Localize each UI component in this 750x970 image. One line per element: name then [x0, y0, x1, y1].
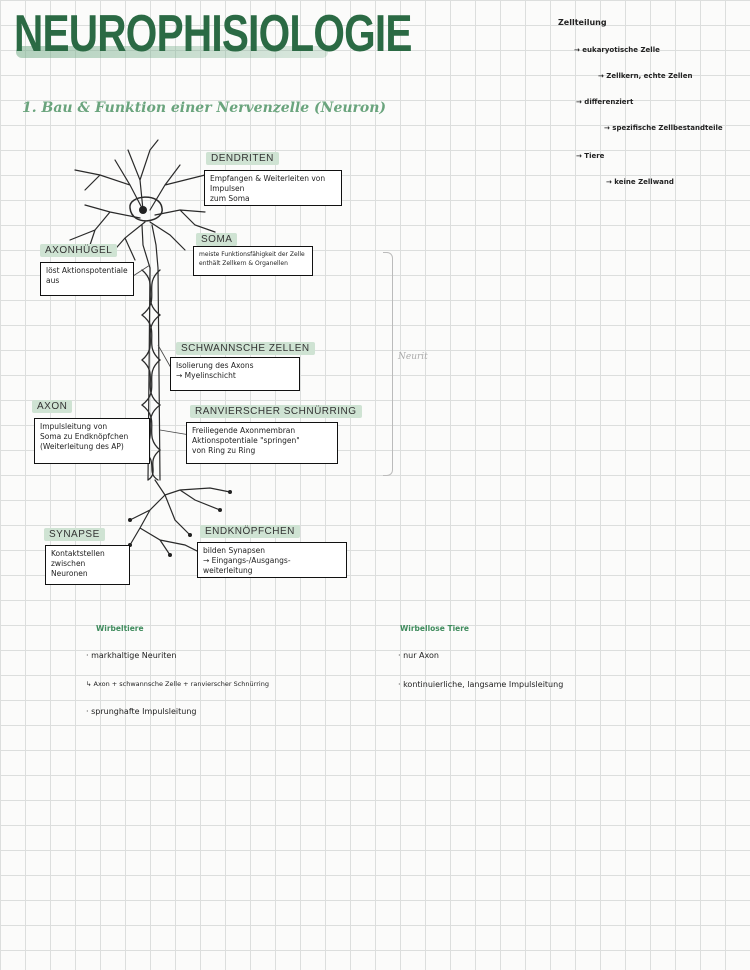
- note-line: → eukaryotische Zelle: [574, 46, 660, 54]
- heading-wirbeltiere: Wirbeltiere: [96, 624, 144, 633]
- list-item: · kontinuierliche, langsame Impulsleitun…: [398, 680, 564, 689]
- page-title: NEUROPHISIOLOGIE: [14, 5, 412, 63]
- neurit-label: Neurit: [398, 352, 428, 362]
- box-endknoepfchen: bilden Synapsen→ Eingangs-/Ausgangs-weit…: [197, 542, 347, 578]
- list-item: · markhaltige Neuriten: [86, 651, 177, 660]
- label-ranvierscher-schnuerring: RANVIERSCHER SCHNÜRRING: [190, 405, 362, 418]
- note-line: → differenziert: [576, 98, 634, 106]
- note-line: → keine Zellwand: [606, 178, 674, 186]
- note-line: → Zellkern, echte Zellen: [598, 72, 693, 80]
- label-schwannsche-zellen: SCHWANNSCHE ZELLEN: [176, 342, 315, 355]
- label-axonhuegel: AXONHÜGEL: [40, 244, 118, 257]
- note-line: → Tiere: [576, 152, 605, 160]
- note-line: → spezifische Zellbestandteile: [604, 124, 723, 132]
- section-heading: 1. Bau & Funktion einer Nervenzelle (Neu…: [22, 100, 387, 116]
- label-endknoepfchen: ENDKNÖPFCHEN: [200, 525, 300, 538]
- list-item: · sprunghafte Impulsleitung: [86, 707, 197, 716]
- title-highlight: [16, 46, 328, 58]
- box-schwannsche-zellen: Isolierung des Axons→ Myelinschicht: [170, 357, 300, 391]
- list-item: · nur Axon: [398, 651, 439, 660]
- label-dendriten: DENDRITEN: [206, 152, 279, 165]
- list-item: ↳ Axon + schwannsche Zelle + ranviersche…: [86, 680, 269, 688]
- label-axon: AXON: [32, 400, 73, 413]
- heading-wirbellose-tiere: Wirbellose Tiere: [400, 624, 470, 633]
- label-soma: SOMA: [196, 233, 238, 246]
- label-synapse: SYNAPSE: [44, 528, 105, 541]
- note-zellteilung: Zellteilung: [558, 18, 607, 27]
- neurit-bracket: [383, 252, 393, 476]
